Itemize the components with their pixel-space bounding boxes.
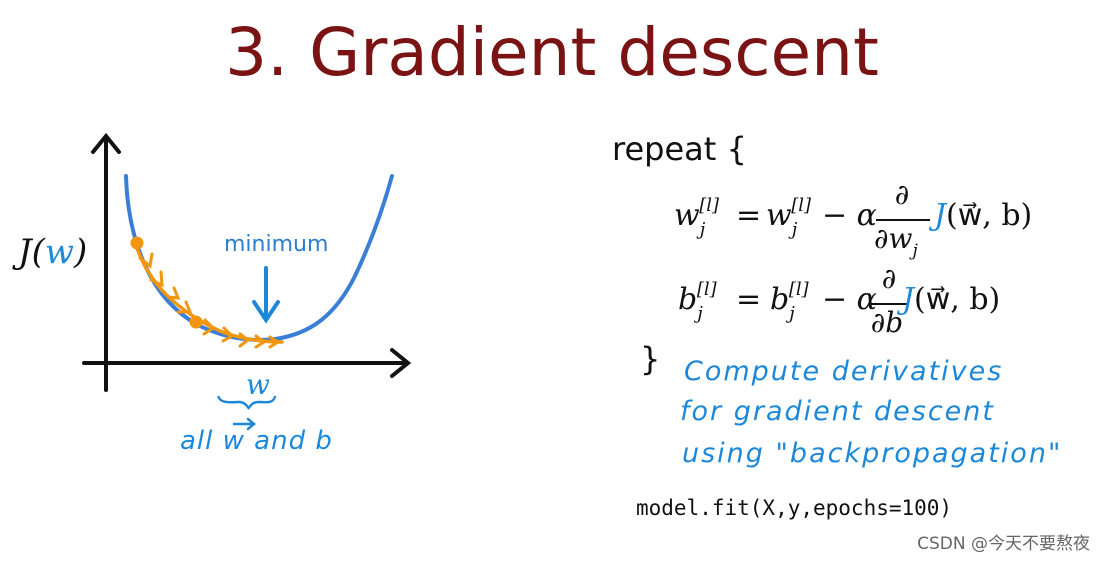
eq1-fraction-bar (876, 219, 930, 221)
eq2-rhs-b: bj[l] (770, 279, 809, 324)
eq2-numerator: ∂ (881, 262, 897, 295)
axes (82, 132, 412, 392)
repeat-close: } (640, 340, 661, 378)
x-axis-arrow (390, 348, 412, 378)
eq1-denominator: ∂wj (874, 222, 918, 261)
eq1-cost: J(w⃗, b) (934, 198, 1033, 233)
eq1-rhs-w: wj[l] (766, 195, 812, 240)
note-line-2: for gradient descent (680, 396, 995, 427)
w-brace (217, 395, 277, 410)
eq1-minus-alpha: − α (822, 198, 877, 233)
step-arrow (254, 334, 267, 349)
note-line-3: using "backpropagation" (682, 438, 1063, 469)
code-snippet: model.fit(X,y,epochs=100) (636, 496, 953, 520)
eq2-fraction-bar (868, 303, 908, 305)
eq2-denominator: ∂b (870, 306, 904, 339)
step-arrow (149, 270, 164, 288)
y-axis-label: J(w) (18, 232, 88, 272)
note-line-1: Compute derivatives (684, 356, 1004, 387)
cost-curve (124, 174, 394, 342)
step-arrow (166, 286, 181, 300)
step-arrow (238, 332, 251, 348)
x-axis-sublabel: all w and b (180, 426, 333, 456)
step-point (189, 315, 203, 329)
minimum-label: minimum (224, 232, 329, 257)
eq2-minus-alpha: − α (822, 282, 877, 317)
eq1-numerator: ∂ (894, 178, 910, 211)
vector-arrow (232, 417, 256, 431)
descent-path (133, 240, 284, 344)
step-point (130, 236, 144, 250)
step-arrow (221, 326, 235, 343)
eq2-lhs: bj[l] (678, 279, 717, 324)
step-arrow (268, 335, 281, 349)
step-arrow (138, 252, 154, 269)
repeat-open: repeat { (612, 130, 747, 168)
eq1-equals: = (736, 198, 762, 233)
eq1-lhs: wj[l] (674, 195, 720, 240)
step-arrow (202, 318, 216, 336)
eq2-equals: = (736, 282, 762, 317)
y-axis-arrow (91, 132, 121, 154)
eq2-cost: J(w⃗, b) (902, 282, 1001, 317)
minimum-arrow (252, 266, 280, 324)
step-arrow (176, 300, 193, 314)
slide-title: 3. Gradient descent (225, 14, 879, 91)
watermark: CSDN @今天不要熬夜 (917, 534, 1090, 554)
descent-steps (130, 236, 281, 349)
x-axis-label: w (246, 368, 270, 401)
